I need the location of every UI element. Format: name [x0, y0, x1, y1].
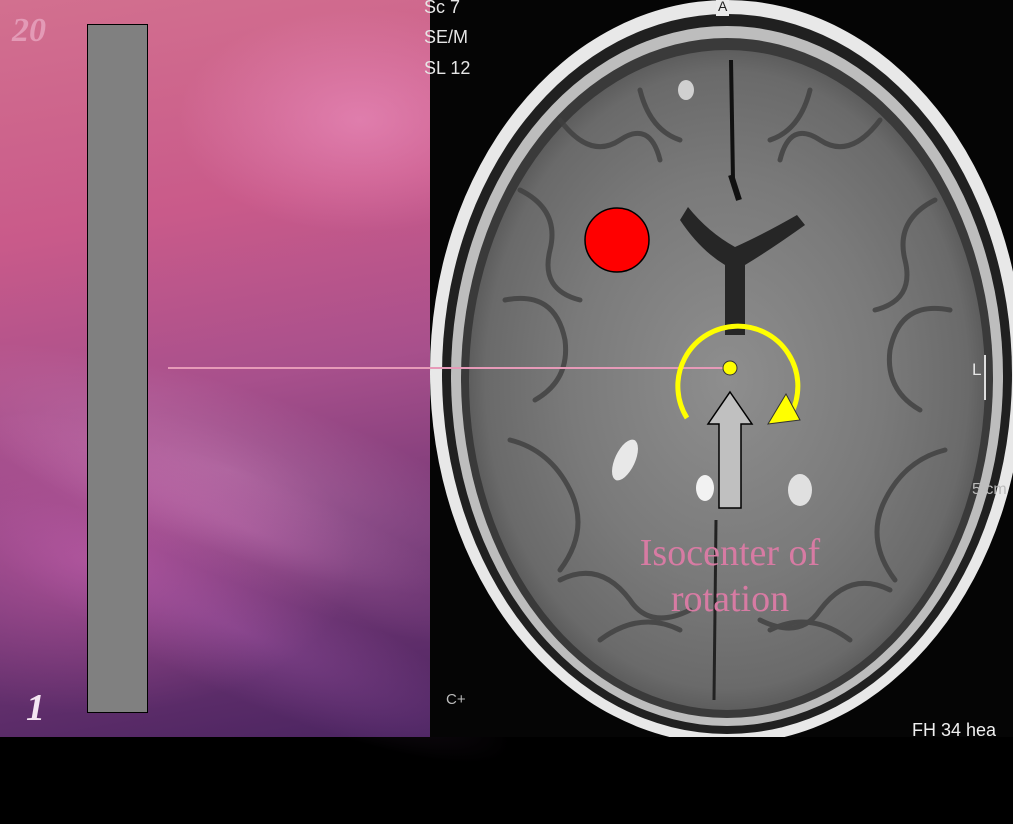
caption-line-1: Isocenter of	[585, 530, 875, 576]
slide: 20 1	[0, 0, 1013, 737]
isocenter-point	[723, 361, 737, 375]
isocenter-caption: Isocenter of rotation	[585, 530, 875, 622]
caption-line-2: rotation	[585, 576, 875, 622]
pointer-arrow	[708, 392, 752, 508]
target-lesion	[585, 208, 649, 272]
annotation-overlay	[0, 0, 1013, 737]
